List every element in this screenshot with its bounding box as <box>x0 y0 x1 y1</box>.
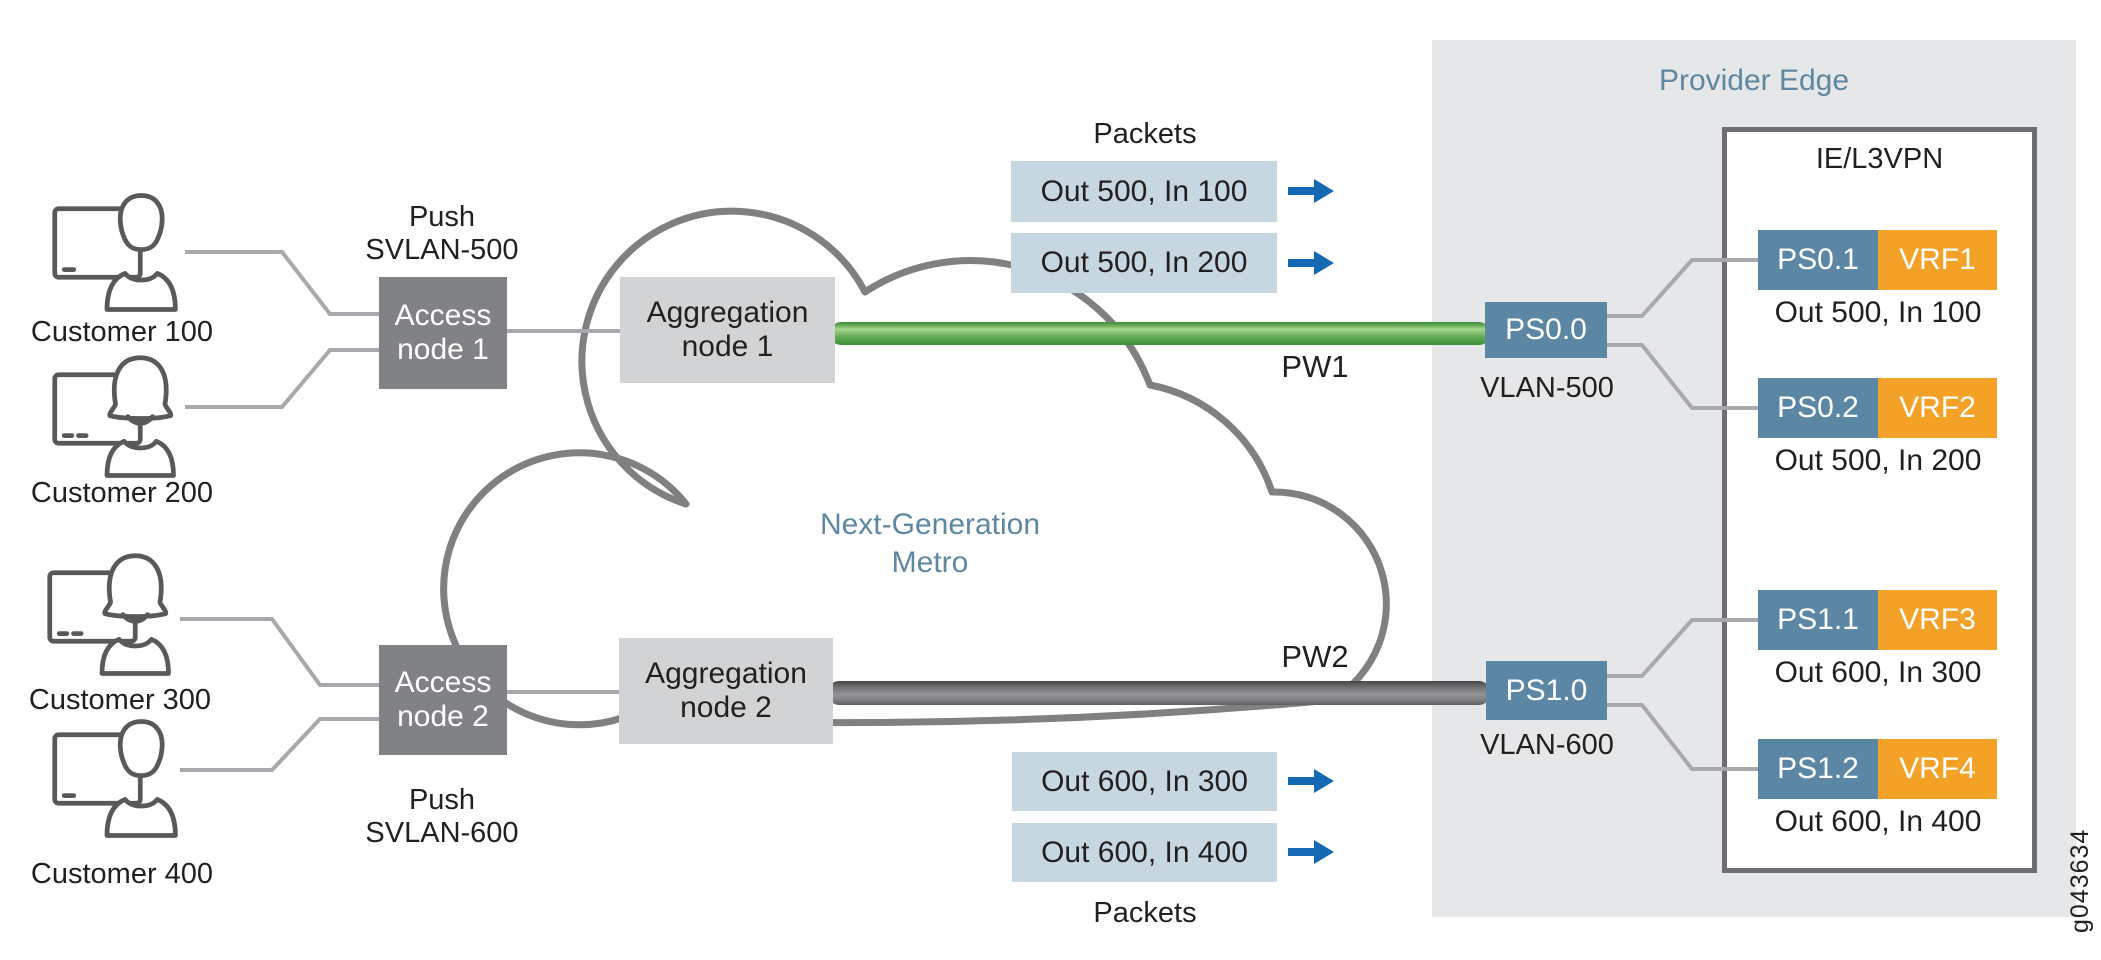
connector-customer300-access2 <box>180 617 379 687</box>
push-svlan600-line2: SVLAN-600 <box>365 817 519 849</box>
vlan-500-label: VLAN-500 <box>1480 372 1614 404</box>
pseudowire-pw2-pipe <box>828 681 1490 705</box>
ps-unit-chip: PS0.2 <box>1758 378 1878 438</box>
customer-label: Customer 200 <box>30 477 214 509</box>
pw2-label: PW2 <box>1281 639 1349 674</box>
access-node-1-line1: Access <box>394 299 492 332</box>
packet-arrow-icon <box>1288 840 1334 864</box>
connector-customer400-access2 <box>180 717 379 772</box>
person-at-computer-female-icon <box>55 358 174 476</box>
customer-connectors <box>180 250 620 772</box>
vlan-600-label: VLAN-600 <box>1480 729 1614 761</box>
vrf-chip: VRF1 <box>1878 230 1997 290</box>
packet-arrow-icon <box>1288 769 1334 793</box>
access-node-2-line1: Access <box>394 666 492 699</box>
aggregation-node-1-line2: node 1 <box>681 330 774 363</box>
ps-interface-ps1-0: PS1.0 <box>1486 661 1607 720</box>
access-node-1-line2: node 1 <box>397 333 489 366</box>
figure-id: g043634 <box>2066 828 2094 933</box>
service-caption: Out 600, In 300 <box>1774 656 1982 689</box>
service-caption: Out 600, In 400 <box>1774 805 1982 838</box>
connector-customer200-access1 <box>185 348 379 409</box>
vrf-chip: VRF4 <box>1878 739 1997 799</box>
access-node-1: Access node 1 <box>379 277 507 389</box>
pseudowire-pw1-pipe <box>830 322 1490 345</box>
provider-edge-title: Provider Edge <box>1658 64 1850 97</box>
customer-label: Customer 100 <box>30 316 214 348</box>
aggregation-node-2: Aggregation node 2 <box>619 638 833 744</box>
customer-label: Customer 300 <box>28 684 212 716</box>
push-svlan500-line2: SVLAN-500 <box>365 234 519 266</box>
push-svlan500-line1: Push <box>408 201 476 233</box>
customer-label: Customer 400 <box>30 858 214 890</box>
cloud-label-line1: Next-Generation <box>819 508 1041 541</box>
ps-interface-ps0-0: PS0.0 <box>1485 302 1607 358</box>
connector-ps00-ps01 <box>1607 258 1758 318</box>
person-at-computer-female-icon <box>50 556 169 674</box>
ps-unit-chip: PS0.1 <box>1758 230 1878 290</box>
packets-bottom-title: Packets <box>1093 897 1197 929</box>
ps-unit-chip: PS1.1 <box>1758 590 1878 650</box>
packet-arrow-icon <box>1288 251 1334 275</box>
aggregation-node-2-line2: node 2 <box>680 691 772 724</box>
packet-box: Out 600, In 400 <box>1012 823 1277 882</box>
packet-arrow-icon <box>1288 179 1334 203</box>
connector-ps00-ps02 <box>1607 343 1758 410</box>
vrf-chip: VRF2 <box>1878 378 1997 438</box>
aggregation-node-1: Aggregation node 1 <box>620 277 835 383</box>
pw1-label: PW1 <box>1281 349 1349 384</box>
connector-ps10-ps12 <box>1607 703 1758 771</box>
packet-box: Out 500, In 100 <box>1011 161 1277 222</box>
push-svlan600-line1: Push <box>408 784 476 816</box>
packet-box: Out 600, In 300 <box>1012 752 1277 811</box>
ps-unit-chip: PS1.2 <box>1758 739 1878 799</box>
ps-fanout-connectors <box>1607 258 1758 771</box>
connector-ps10-ps11 <box>1607 618 1758 678</box>
packets-top-title: Packets <box>1093 118 1197 150</box>
packet-box: Out 500, In 200 <box>1011 233 1277 293</box>
cloud-label-line2: Metro <box>891 546 969 579</box>
connector-customer100-access1 <box>185 250 379 316</box>
aggregation-node-1-line1: Aggregation <box>646 296 809 329</box>
person-at-computer-male-icon <box>55 196 176 310</box>
person-at-computer-male-icon <box>55 722 176 836</box>
access-node-2-line2: node 2 <box>397 700 489 733</box>
access-node-2: Access node 2 <box>379 645 507 755</box>
vrf-chip: VRF3 <box>1878 590 1997 650</box>
service-caption: Out 500, In 200 <box>1774 444 1982 477</box>
service-caption: Out 500, In 100 <box>1774 296 1982 329</box>
ie-l3vpn-title: IE/L3VPN <box>1815 143 1944 175</box>
aggregation-node-2-line1: Aggregation <box>645 657 807 690</box>
